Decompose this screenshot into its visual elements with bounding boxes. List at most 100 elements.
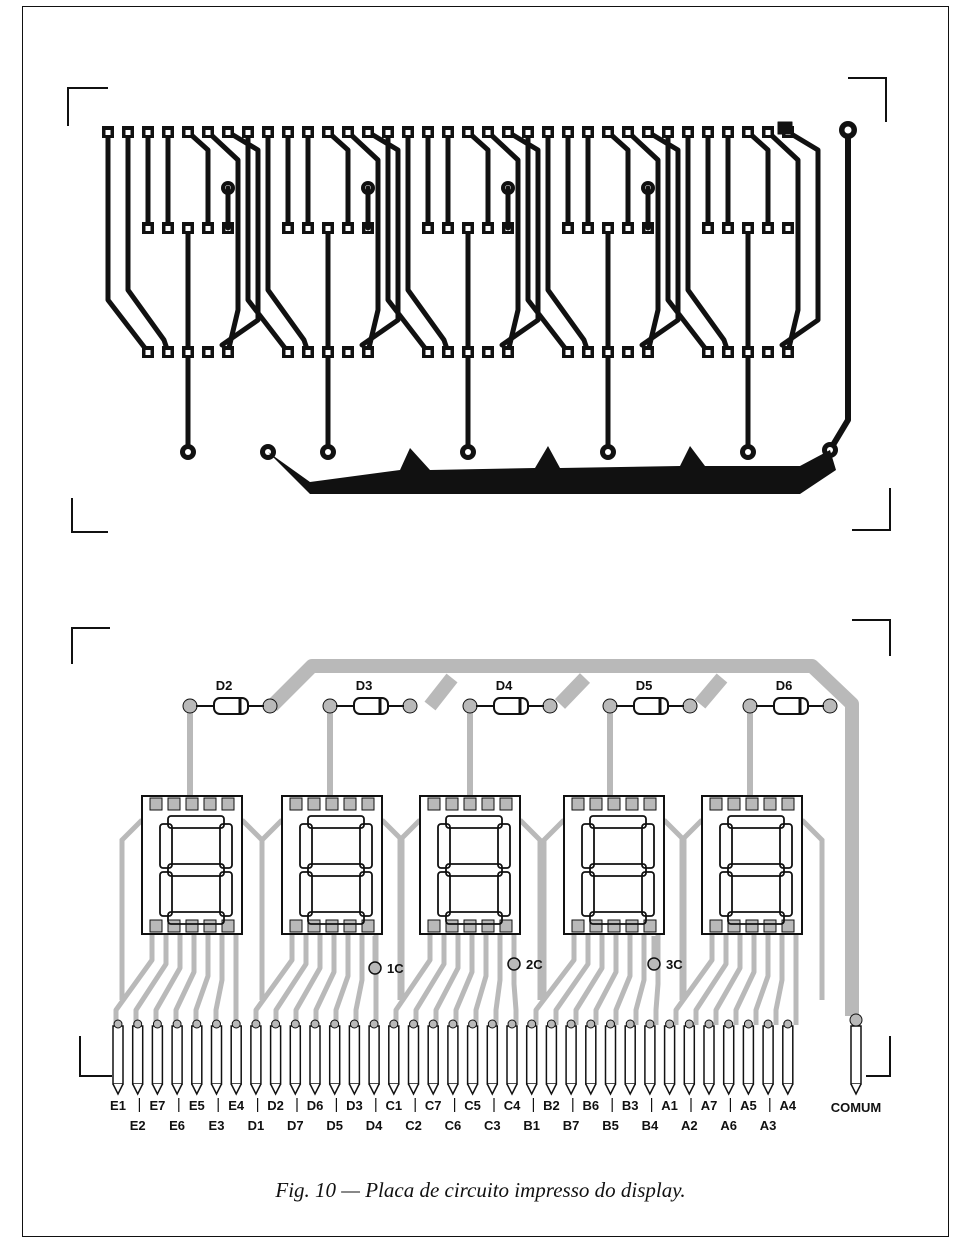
copper-trace xyxy=(205,129,241,355)
connector-pad xyxy=(783,1019,793,1029)
connector-bracket xyxy=(866,1036,891,1077)
pad-hole xyxy=(605,449,611,455)
pad-hole xyxy=(165,350,171,355)
connector-pad xyxy=(349,1019,359,1029)
connector-pad xyxy=(152,1019,162,1029)
connector-pin-tip xyxy=(742,1083,755,1096)
figure-caption: Fig. 10 — Placa de circuito impresso do … xyxy=(275,1178,686,1202)
pad-hole xyxy=(145,130,151,135)
connector-pad xyxy=(290,1019,300,1029)
diode-body xyxy=(353,697,389,715)
pad-hole xyxy=(565,350,571,355)
diode-label: D6 xyxy=(776,678,793,693)
connector-pin-tip xyxy=(545,1083,558,1096)
connector-pad xyxy=(409,1019,418,1029)
pad-hole xyxy=(465,226,471,231)
copper-trace xyxy=(465,129,491,231)
display-segment xyxy=(727,815,785,829)
display-pad xyxy=(307,797,321,811)
display-pad xyxy=(781,919,795,933)
pin-label: B6 xyxy=(582,1098,599,1113)
component-trace xyxy=(240,818,265,1000)
connector-pin xyxy=(250,1025,262,1085)
component-trace xyxy=(773,930,785,1025)
pin-label: B4 xyxy=(642,1118,659,1133)
pad-hole xyxy=(785,226,791,231)
display-segment xyxy=(159,871,173,917)
connector-pad xyxy=(231,1019,241,1029)
display-pad xyxy=(709,797,723,811)
connector-pad xyxy=(625,1019,635,1029)
pin-label: A4 xyxy=(779,1098,796,1113)
component-trace xyxy=(453,930,475,1025)
pad-hole xyxy=(165,226,171,231)
diode-pad xyxy=(682,698,698,714)
display-pad xyxy=(625,797,639,811)
common-pin-label: COMUM xyxy=(831,1100,882,1115)
component-trace xyxy=(313,930,337,1025)
component-trace xyxy=(693,930,729,1025)
pin-label: D7 xyxy=(287,1118,304,1133)
component-trace xyxy=(153,930,183,1025)
display-pad xyxy=(149,797,163,811)
connector-pin xyxy=(663,1025,676,1085)
connector-pad xyxy=(389,1019,399,1029)
display-pad xyxy=(763,797,777,811)
pad-hole xyxy=(205,350,211,355)
display-segment xyxy=(307,815,365,829)
pad-hole xyxy=(745,449,751,455)
display-pad xyxy=(571,919,585,933)
display-pad xyxy=(427,797,441,811)
display-segment xyxy=(779,823,793,869)
connector-pad xyxy=(448,1019,458,1029)
copper-trace xyxy=(639,129,681,348)
connector-pin-tip xyxy=(604,1083,617,1096)
display-pad xyxy=(445,919,459,933)
ground-bus xyxy=(268,446,836,494)
connector-pin xyxy=(624,1025,636,1085)
pad-hole xyxy=(605,130,611,135)
connector-pin-tip xyxy=(782,1083,794,1096)
connector-pad xyxy=(310,1019,320,1029)
connector-pad xyxy=(606,1019,615,1029)
display-segment xyxy=(167,911,225,925)
pad-hole xyxy=(145,226,151,231)
pad-hole xyxy=(765,130,771,135)
diode-pad xyxy=(542,698,558,714)
connector-pin xyxy=(604,1025,617,1085)
connector-pin xyxy=(427,1025,439,1085)
connector-pin-tip xyxy=(388,1083,400,1096)
connector-pin xyxy=(309,1025,321,1085)
pin-label: B1 xyxy=(523,1118,540,1133)
pad-hole xyxy=(305,350,311,355)
display-segment xyxy=(445,815,503,829)
pad-hole xyxy=(645,130,651,135)
display-segment xyxy=(581,823,595,869)
pad-hole xyxy=(745,130,751,135)
display-pad xyxy=(203,797,217,811)
connector-pin xyxy=(722,1025,735,1085)
display-pad xyxy=(481,797,495,811)
connector-pin-tip xyxy=(132,1083,144,1096)
pad-hole xyxy=(645,350,651,355)
copper-trace xyxy=(827,127,851,453)
pin-label: C2 xyxy=(405,1118,422,1133)
display-segment xyxy=(299,823,313,869)
display-segment xyxy=(641,823,655,869)
pad-hole xyxy=(705,130,711,135)
connector-pin-tip xyxy=(289,1083,301,1096)
display-pad xyxy=(289,919,303,933)
connector-pin-tip xyxy=(112,1083,124,1096)
display-pad xyxy=(481,919,495,933)
connector-pin-tip xyxy=(466,1083,479,1096)
display-segment xyxy=(719,823,733,869)
pad-hole xyxy=(765,350,771,355)
diode-label: D2 xyxy=(216,678,233,693)
connector-pad xyxy=(192,1019,202,1029)
pad-hole xyxy=(345,226,351,231)
display-segment xyxy=(219,823,233,869)
component-trace xyxy=(653,930,661,1025)
connector-pin-tip xyxy=(171,1083,183,1096)
connector-pad xyxy=(251,1019,261,1029)
component-trace xyxy=(213,930,225,1025)
